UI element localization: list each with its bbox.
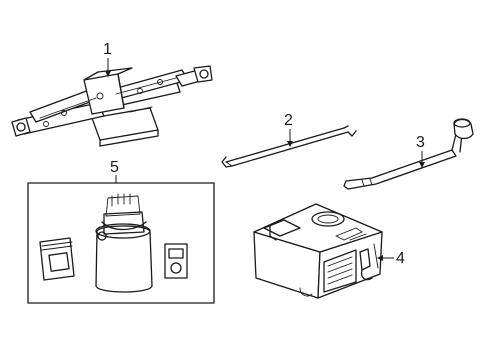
repair-kit-box <box>27 182 215 304</box>
instruction-booklet <box>39 237 75 281</box>
lug-wrench <box>343 118 474 190</box>
callout-4: 4 <box>377 250 405 267</box>
compressor-unit <box>253 203 383 299</box>
scissor-jack <box>11 65 213 147</box>
callout-label-1: 1 <box>103 41 112 58</box>
callout-label-3: 3 <box>416 134 425 151</box>
callout-1: 1 <box>103 41 112 77</box>
callout-label-4: 4 <box>396 250 405 267</box>
callout-5: 5 <box>110 159 119 183</box>
callout-label-2: 2 <box>284 112 293 129</box>
callout-2: 2 <box>284 112 293 147</box>
warning-label-card <box>164 243 188 279</box>
callout-label-5: 5 <box>110 159 119 176</box>
jack-handle <box>221 125 357 168</box>
sealant-bottle <box>95 193 153 293</box>
callout-3: 3 <box>416 134 425 168</box>
